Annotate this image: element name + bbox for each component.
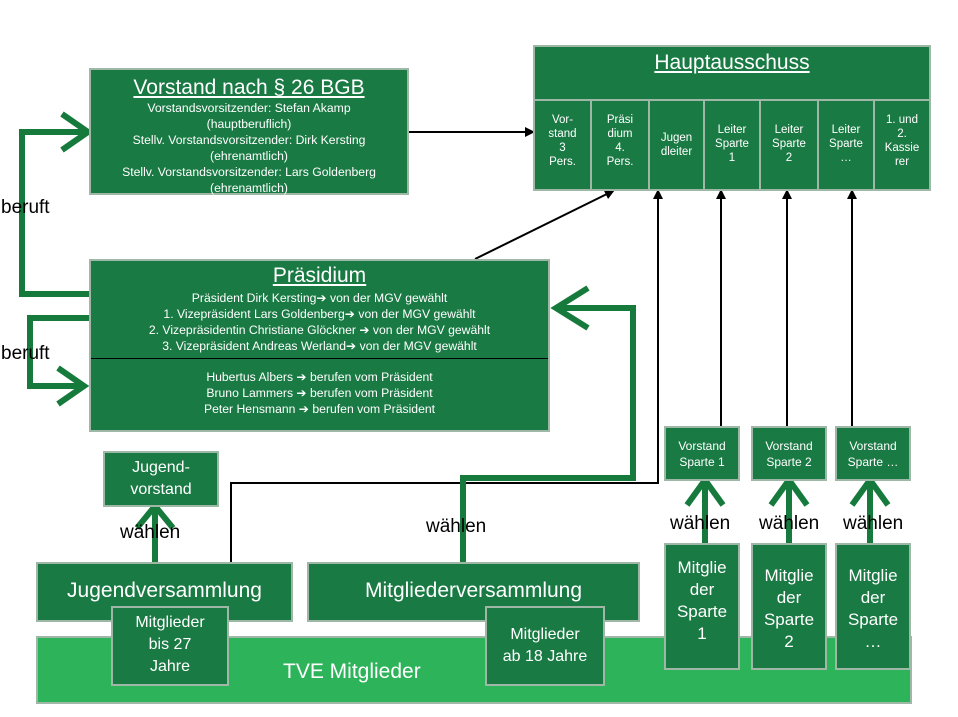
- vorstand-line: (ehrenamtlich): [210, 149, 288, 163]
- vorstand-sparte3-box: Vorstand Sparte …: [835, 426, 911, 481]
- waehlen-label-sparte3: wählen: [843, 513, 904, 534]
- jugendversammlung-box: Jugendversammlung: [36, 562, 293, 622]
- praesidium-appointed: Peter Hensmann ➔ berufen vom Präsident: [203, 402, 436, 416]
- hauptausschuss-cell-sparte3: Leiter Sparte …: [817, 99, 875, 191]
- vorstand-line: Vorstandsvorsitzender: Stefan Akamp: [147, 101, 351, 115]
- hauptausschuss-cell-sparte1: Leiter Sparte 1: [703, 99, 761, 191]
- vorstand-box: Vorstand nach § 26 BGB Vorstandsvorsitze…: [89, 68, 409, 195]
- hauptausschuss-cell-praesidium: Präsi dium 4. Pers.: [590, 99, 650, 191]
- praesidium-divider: [91, 358, 548, 359]
- vorstand-sparte1-box: Vorstand Sparte 1: [664, 426, 740, 481]
- jugendvorstand-box: Jugend- vorstand: [103, 451, 219, 507]
- praesidium-appointed: Hubertus Albers ➔ berufen vom Präsident: [206, 370, 433, 384]
- praesidium-line: 2. Vizepräsidentin Christiane Glöckner ➔…: [148, 323, 491, 337]
- hauptausschuss-header: Hauptausschuss: [533, 45, 931, 101]
- praesidium-line: Präsident Dirk Kersting➔ von der MGV gew…: [191, 291, 448, 305]
- vorstand-sparte2-box: Vorstand Sparte 2: [751, 426, 827, 481]
- praesidium-appointed: Bruno Lammers ➔ berufen vom Präsident: [206, 386, 433, 400]
- waehlen-label-jugend: wählen: [120, 522, 181, 543]
- hauptausschuss-cell-jugendleiter: Jugen dleiter: [648, 99, 705, 191]
- praesidium-box: Präsidium Präsident Dirk Kersting➔ von d…: [89, 259, 550, 432]
- mitglieder-ab-18-box: Mitglieder ab 18 Jahre: [485, 606, 605, 686]
- hauptausschuss-cell-kassierer: 1. und 2. Kassie rer: [873, 99, 931, 191]
- beruft-label-upper: beruft: [1, 197, 50, 218]
- beruft-label-lower: beruft: [1, 343, 50, 364]
- vorstand-title: Vorstand nach § 26 BGB: [133, 76, 365, 99]
- vorstand-line: (hauptberuflich): [206, 117, 292, 131]
- mgv-to-praesidium-arrow: [460, 285, 636, 562]
- waehlen-label-sparte1: wählen: [670, 513, 731, 534]
- beruft-lower-arrow: [27, 315, 90, 407]
- praesidium-line: 3. Vizepräsident Andreas Werland➔ von de…: [162, 339, 477, 353]
- praesidium-to-hauptausschuss-arrow: [474, 190, 615, 260]
- hauptausschuss-cell-vorstand: Vor- stand 3 Pers.: [533, 99, 592, 191]
- jugendversammlung-to-jugendleiter-arrow: [230, 189, 663, 562]
- mitglieder-bis-27-box: Mitglieder bis 27 Jahre: [111, 606, 229, 686]
- waehlen-label-sparte2: wählen: [759, 513, 820, 534]
- beruft-upper-arrow: [19, 111, 94, 297]
- praesidium-line: 1. Vizepräsident Lars Goldenberg➔ von de…: [163, 307, 476, 321]
- vorstand-line: (ehrenamtlich): [210, 181, 288, 195]
- vorstand-line: Stellv. Vorstandsvorsitzender: Lars Gold…: [122, 165, 376, 179]
- mitglieder-sparte2-box: Mitglie der Sparte 2: [751, 543, 827, 670]
- hauptausschuss-cell-sparte2: Leiter Sparte 2: [759, 99, 819, 191]
- waehlen-label-mgv: wählen: [426, 516, 487, 537]
- praesidium-title: Präsidium: [272, 264, 367, 287]
- vorstand-line: Stellv. Vorstandsvorsitzender: Dirk Kers…: [132, 133, 366, 147]
- mitglieder-sparte3-box: Mitglie der Sparte …: [835, 543, 911, 670]
- hauptausschuss-title: Hauptausschuss: [654, 51, 810, 74]
- tve-mitglieder-label: TVE Mitglieder: [283, 660, 421, 683]
- mitglieder-sparte1-box: Mitglie der Sparte 1: [664, 543, 740, 670]
